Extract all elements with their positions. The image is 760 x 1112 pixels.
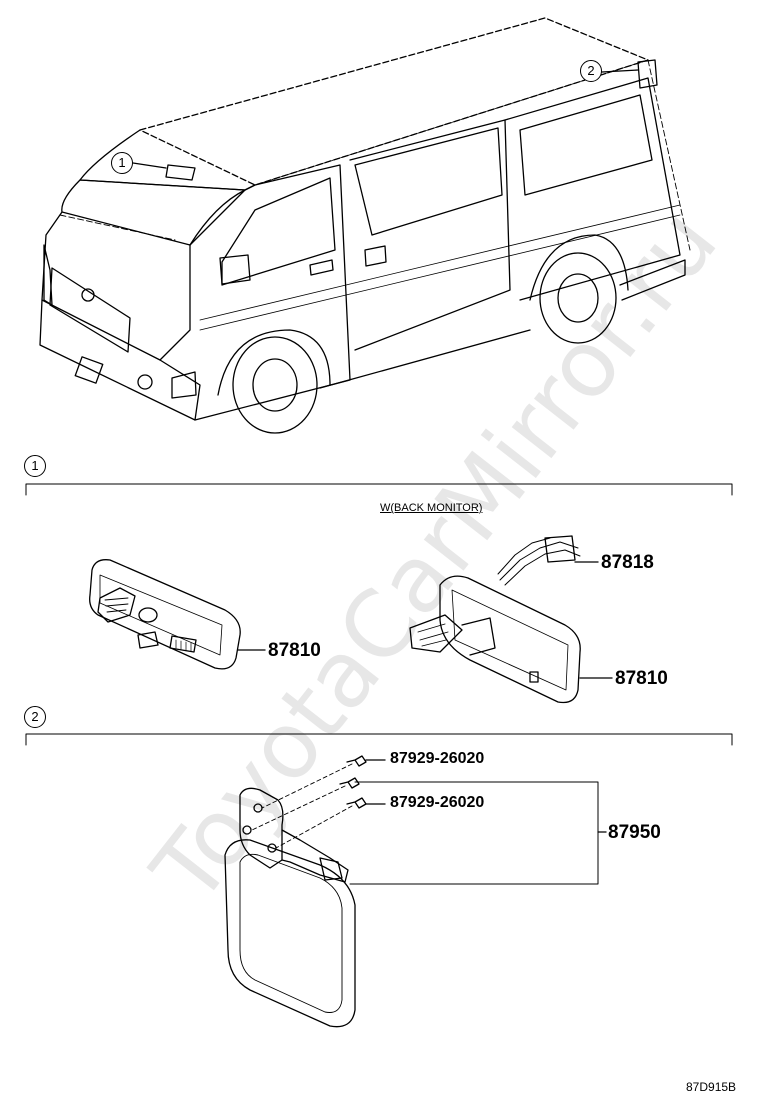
van-emblem [81,288,95,302]
part-number-87950: 87950 [608,822,661,843]
part-number-87810-left: 87810 [268,640,321,661]
mirror-right-body [439,575,581,704]
inner-mirror-back-monitor [409,535,613,704]
part-number-87818: 87818 [601,552,654,573]
bracket-87950 [349,781,599,885]
van-rocker [319,329,531,389]
van-front-door-handle [309,259,334,276]
van-bumper [39,299,201,421]
mirror-left-switch [169,635,197,653]
van-rear-window [519,94,653,196]
van-side-mirror [219,254,251,285]
inner-mirror-standard [89,559,266,670]
van-rear-side [504,77,681,301]
bolt-path-top [261,763,353,809]
section-1-number: 1 [24,455,46,477]
van-rear-bumper [619,259,686,301]
part-number-87929-bottom: 87929-26020 [390,794,485,811]
van-hidden-lines [59,59,691,251]
mirror-left-mount-clip [104,597,129,613]
van-plate [74,356,104,384]
section-2-bracket [25,733,733,746]
van-sliding-door [349,119,511,351]
mirror-right-stem [461,617,496,656]
bolt-middle [339,777,360,789]
outer-mirror-assembly [224,755,607,1028]
van-illustration [39,17,691,434]
bolt-top [346,755,367,767]
wire-harness [497,537,581,586]
outer-mirror-glass [239,853,343,1013]
van-roof [139,17,649,186]
van-foglight [137,374,153,390]
mirror-left-bracket [137,631,159,649]
mirror-right-inner-edge [451,589,569,691]
outer-mirror-frame [224,839,356,1028]
outer-mirror-arm-joint [319,857,343,881]
bolt-path-bottom [275,805,353,849]
outer-mirror-arm [281,829,349,883]
van-front-hub [252,358,298,412]
mirror-left-inner-edge [99,574,223,656]
part-number-87929-top: 87929-26020 [390,750,485,767]
van-body-line-2 [199,214,681,331]
van-sliding-window [354,127,503,236]
bolt-bottom [346,797,367,809]
section-2-number: 2 [24,706,46,728]
van-rear-wheel-arch [529,234,629,301]
van-body-line [199,204,681,321]
van-inner-mirror-location [165,164,196,181]
base-bolt-hole-1 [253,803,263,813]
van-front-wheel [232,336,318,434]
wire-harness-connector [544,535,576,563]
van-rear-hub [557,273,599,323]
section-1-bracket [25,483,733,496]
mirror-left-pivot [138,607,158,623]
mirror-right-mount-clip [417,623,449,647]
van-rear-wheel [539,252,617,344]
mirror-left-body [89,559,241,670]
mirror-right-mount [409,614,463,653]
base-bolt-hole-2 [242,825,252,835]
van-sliding-door-handle [364,245,387,267]
callout-1: 1 [111,152,133,174]
outer-mirror-base [239,787,284,869]
bolt-path-middle [251,785,346,831]
part-number-87810-right: 87810 [615,668,668,689]
mirror-left-switch-detail [175,639,192,652]
mirror-left-mount [97,587,136,623]
van-headlight [43,244,53,306]
van-front-wheel-arch [217,329,331,396]
callout-2: 2 [580,60,602,82]
mirror-right-indicator [529,671,539,683]
callout-1-leader [132,162,167,169]
diagram-code: 87D915B [686,1080,737,1094]
option-label-back-monitor: W(BACK MONITOR) [380,502,483,514]
van-turn-signal [171,371,197,399]
callout-2-leader [601,69,639,73]
van-rear-camera-location [637,59,658,89]
van-hood [41,211,191,361]
